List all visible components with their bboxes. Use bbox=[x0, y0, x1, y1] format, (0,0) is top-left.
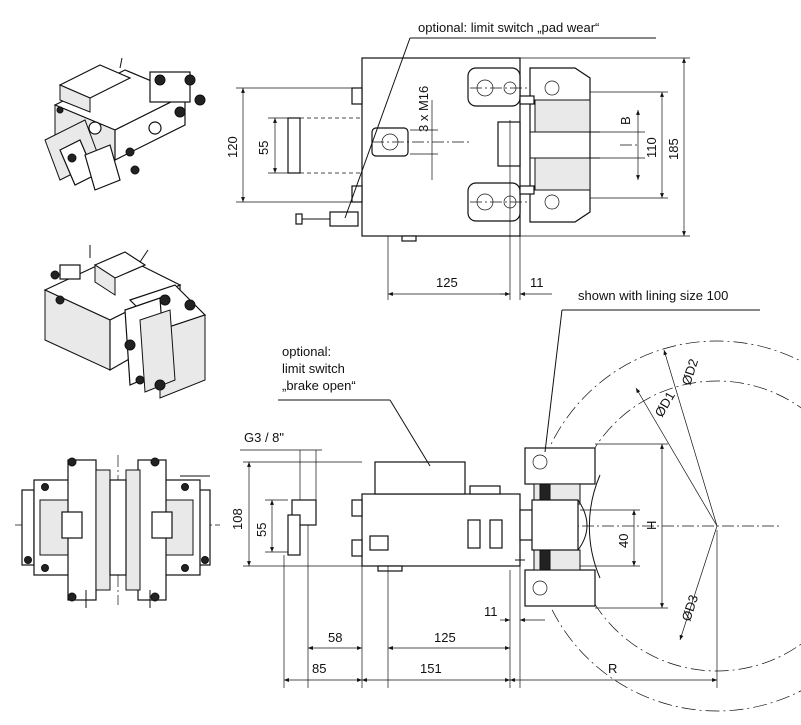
dim-85: 85 bbox=[312, 661, 326, 676]
dim-185: 185 bbox=[666, 138, 681, 160]
dim-bolt: 3 x M16 bbox=[416, 86, 431, 132]
dim-D1: ØD1 bbox=[652, 389, 678, 420]
dim-D2: ØD2 bbox=[679, 357, 702, 387]
dim-40: 40 bbox=[616, 534, 631, 548]
dim-120: 120 bbox=[225, 136, 240, 158]
dim-D3: ØD3 bbox=[679, 593, 702, 623]
dim-108: 108 bbox=[230, 508, 245, 530]
isometric-view-middle bbox=[43, 245, 207, 399]
dim-H: H bbox=[644, 521, 659, 530]
front-view bbox=[15, 455, 220, 608]
dim-11-side: 11 bbox=[484, 604, 498, 619]
top-view bbox=[236, 37, 690, 300]
note-pad-wear: optional: limit switch „pad wear“ bbox=[418, 20, 599, 35]
note-brake-open-3: „brake open“ bbox=[282, 378, 356, 393]
dim-11-top: 11 bbox=[530, 275, 544, 290]
side-view bbox=[240, 309, 801, 712]
dim-125-top: 125 bbox=[436, 275, 458, 290]
note-brake-open-2: limit switch bbox=[282, 361, 345, 376]
dim-110: 110 bbox=[644, 137, 659, 158]
dim-55-side: 55 bbox=[254, 523, 269, 537]
dim-125-side: 125 bbox=[434, 630, 456, 645]
note-lining-size: shown with lining size 100 bbox=[578, 288, 728, 303]
dim-55-top: 55 bbox=[256, 141, 271, 155]
note-brake-open-1: optional: bbox=[282, 344, 331, 359]
isometric-view-top bbox=[44, 57, 206, 191]
dim-58: 58 bbox=[328, 630, 342, 645]
dim-R: R bbox=[608, 661, 617, 676]
dim-151: 151 bbox=[420, 661, 442, 676]
dim-port: G3 / 8" bbox=[244, 430, 284, 445]
dim-B: B bbox=[618, 116, 633, 125]
